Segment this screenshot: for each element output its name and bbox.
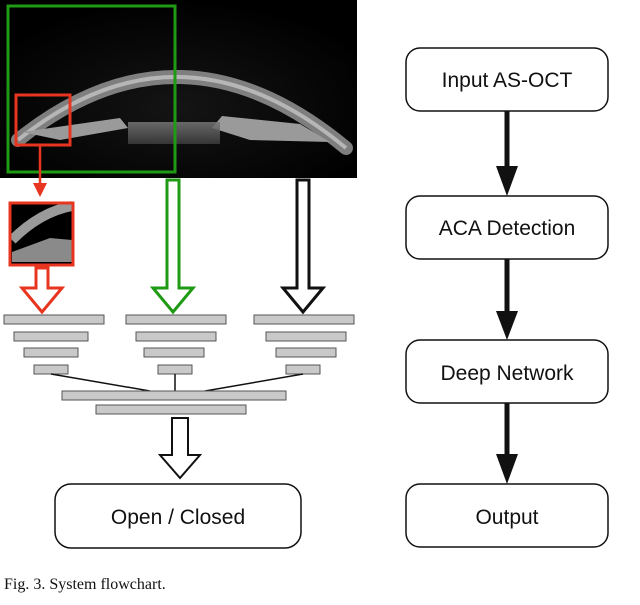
flow-step-detection: ACA Detection (405, 195, 609, 260)
result-label: Open / Closed (111, 506, 245, 529)
fusion-layers (61, 390, 287, 415)
aca-region-box (14, 93, 72, 147)
black-input-arrow (279, 178, 327, 315)
flow-step-input-label: Input AS-OCT (442, 69, 573, 92)
as-oct-image (0, 0, 357, 178)
crop-arrow-head (33, 183, 47, 197)
result-box (54, 483, 302, 549)
flow-step-network-label: Deep Network (440, 362, 574, 385)
result-arrow (157, 417, 203, 480)
flow-step-detection-label: ACA Detection (439, 217, 576, 240)
flow-step-input: Input AS-OCT (405, 47, 609, 112)
aca-crop-thumbnail (8, 201, 75, 267)
red-input-arrow (18, 266, 66, 315)
flow-step-network: Deep Network (405, 339, 609, 404)
flow-arrow-2 (496, 259, 518, 340)
fusion-connectors (50, 373, 304, 392)
figure-caption: Fig. 3. System flowchart. (4, 576, 166, 593)
flow-step-output-label: Output (475, 506, 538, 529)
network-column-left (3, 314, 105, 375)
full-view-box (6, 4, 177, 174)
flow-arrow-1 (496, 111, 518, 196)
green-input-arrow (149, 178, 197, 315)
flow-step-output: Output (405, 483, 609, 548)
network-column-right (253, 314, 355, 375)
flow-arrow-3 (496, 403, 518, 484)
network-column-middle (125, 314, 227, 375)
